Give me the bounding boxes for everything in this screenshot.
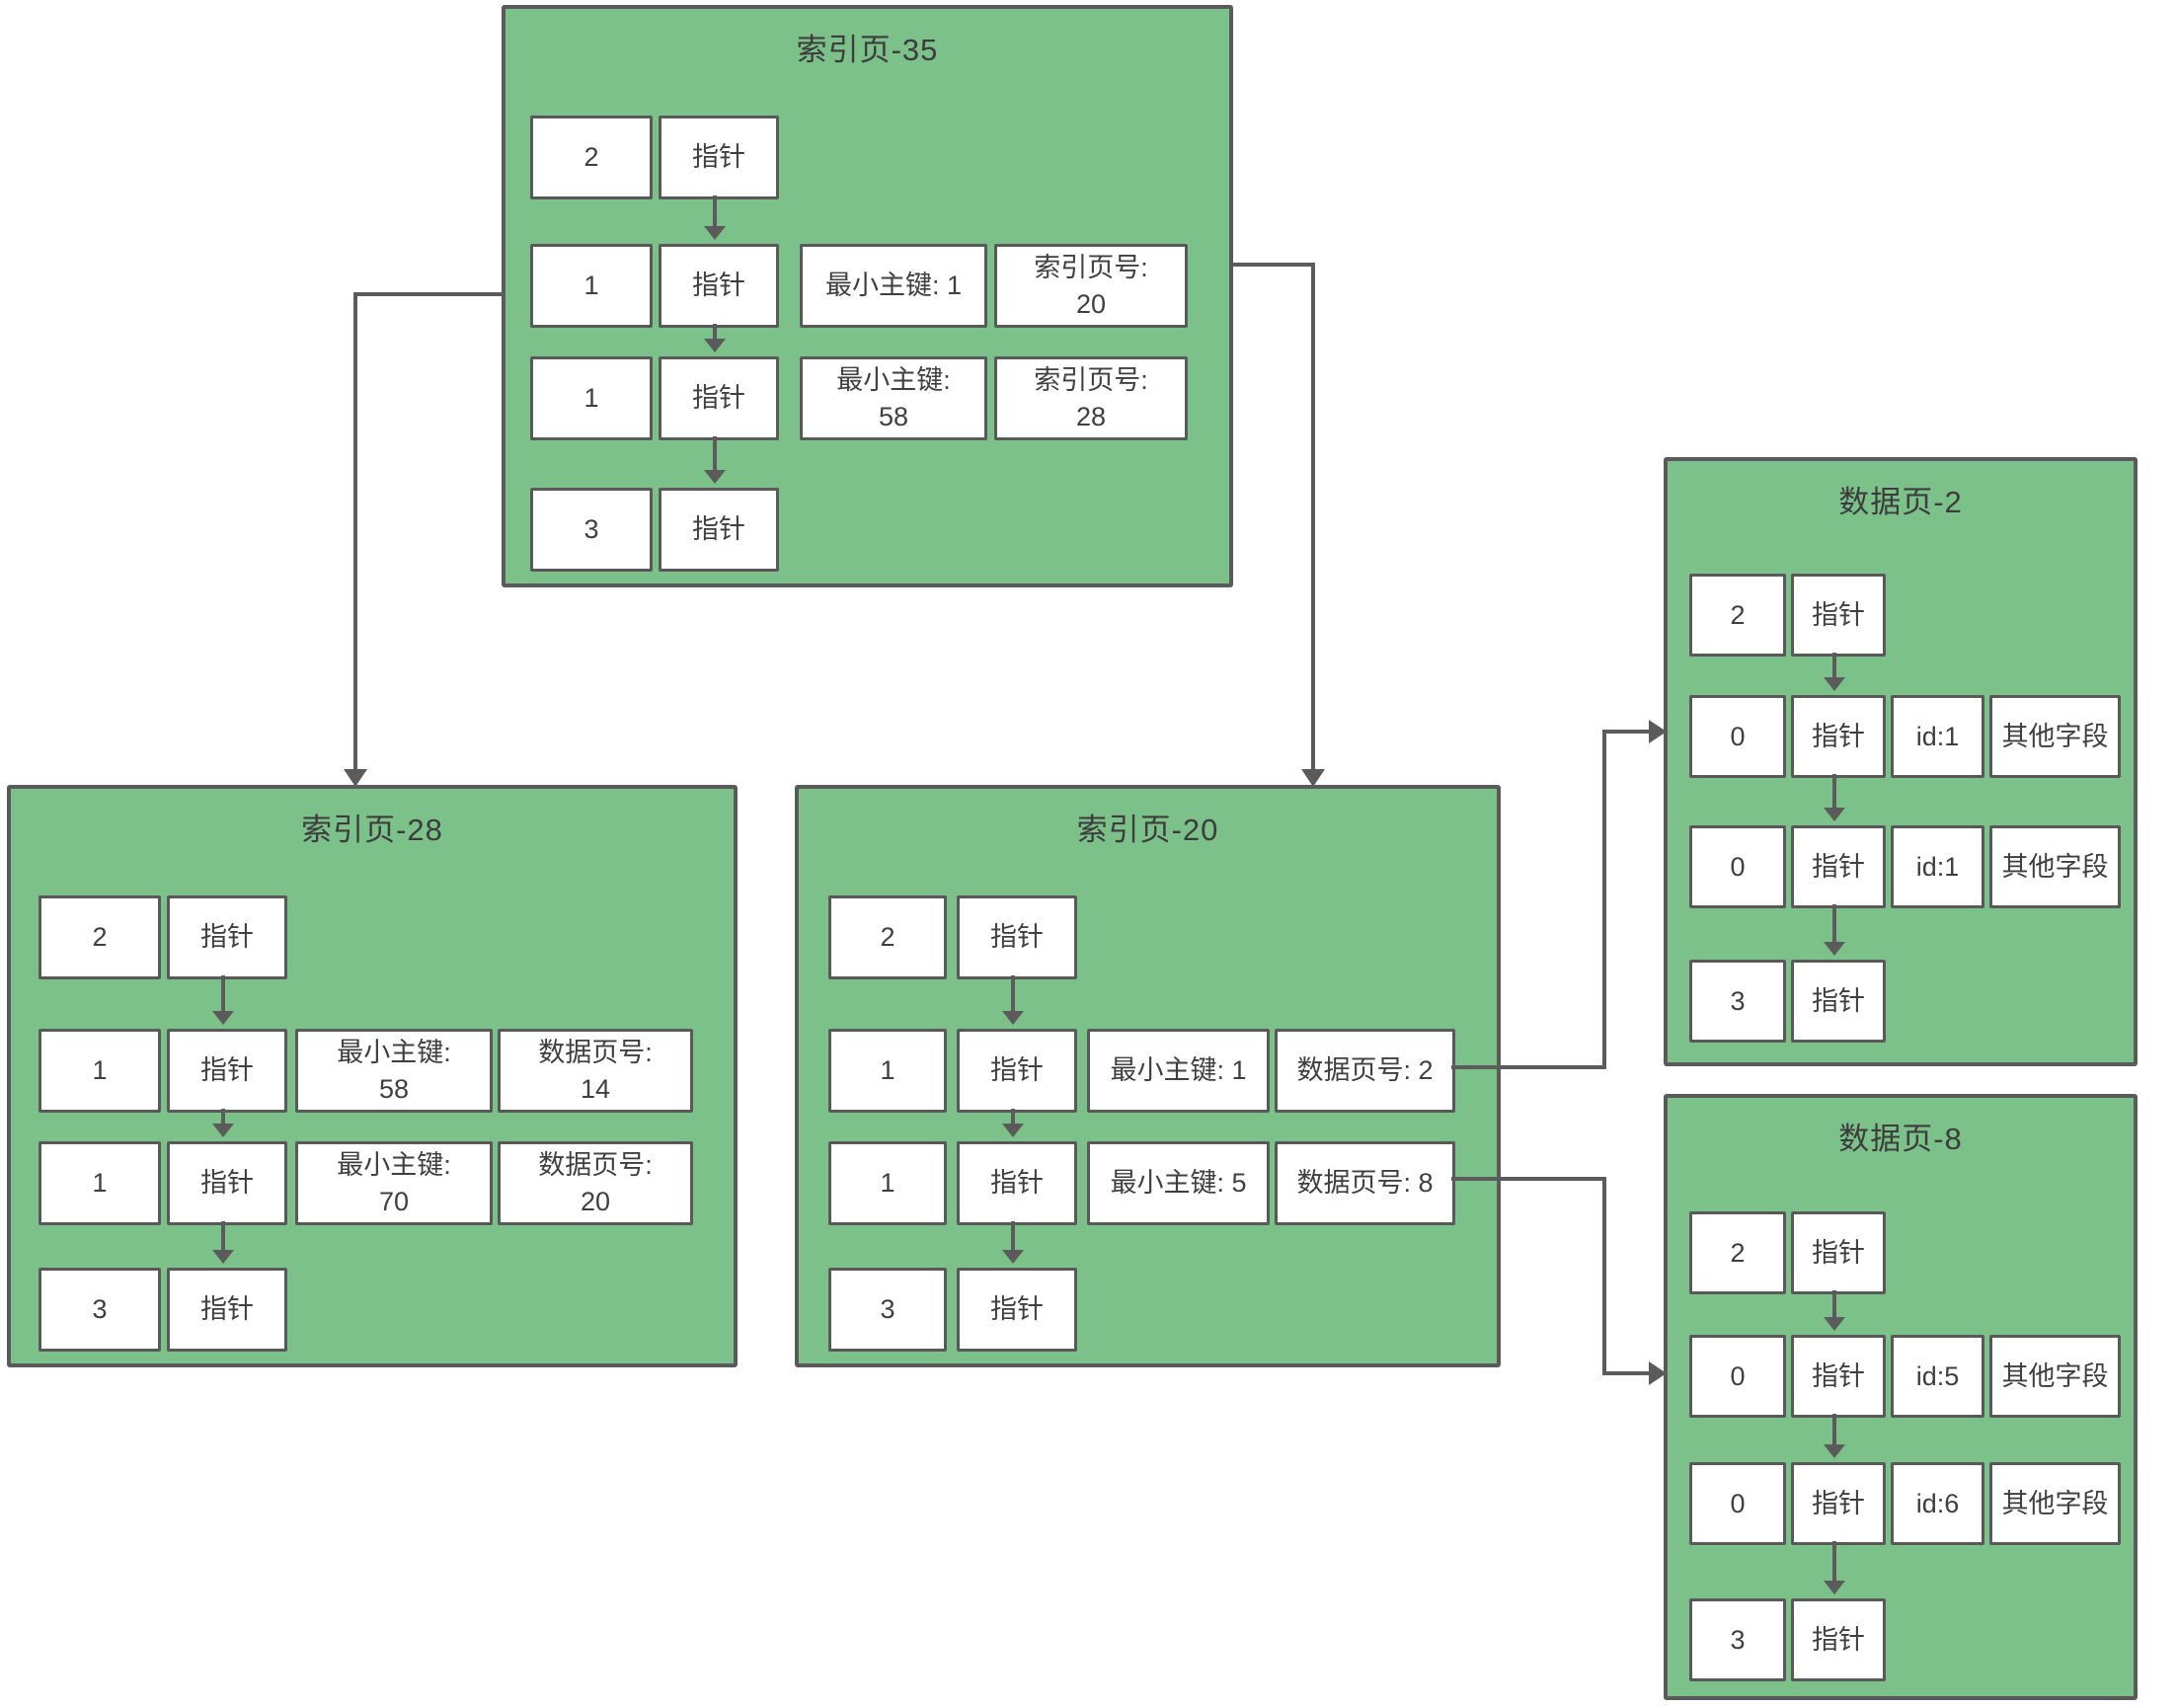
- cell-pointer: 指针: [659, 116, 779, 199]
- connector-index35-to-index28: [344, 292, 502, 787]
- cell-pointer: 指针: [167, 895, 287, 979]
- cell-min-key: 最小主键: 58: [800, 356, 987, 440]
- cell-record-type: 1: [828, 1029, 947, 1113]
- box-title: 数据页-2: [1838, 485, 1963, 519]
- cell-record-type: 2: [39, 895, 161, 979]
- cell-pointer: 指针: [1791, 695, 1886, 778]
- cell-pointer: 指针: [1791, 960, 1886, 1043]
- box-data-page-2: 数据页-2 2 指针 0 指针 id:1 其他字段 0 指针 id:1 其他字段…: [1664, 457, 2138, 1066]
- cell-record-type: 0: [1689, 825, 1786, 908]
- cell-pointer: 指针: [1791, 1598, 1886, 1681]
- box-index-page-28: 索引页-28 2 指针 1 指针 最小主键: 58 数据页号: 14 1 指针 …: [7, 785, 738, 1367]
- cell-record-type: 1: [39, 1141, 161, 1225]
- box-data-page-8: 数据页-8 2 指针 0 指针 id:5 其他字段 0 指针 id:6 其他字段…: [1664, 1094, 2138, 1700]
- cell-row-id: id:5: [1891, 1335, 1984, 1418]
- cell-index-page-no: 索引页号: 28: [994, 356, 1188, 440]
- cell-record-type: 1: [530, 356, 653, 440]
- cell-other-fields: 其他字段: [1989, 1462, 2121, 1545]
- cell-row-id: id:1: [1891, 695, 1984, 778]
- cell-pointer: 指针: [1791, 1335, 1886, 1418]
- cell-pointer: 指针: [957, 1141, 1077, 1225]
- cell-min-key: 最小主键: 70: [295, 1141, 493, 1225]
- cell-min-key: 最小主键: 58: [295, 1029, 493, 1113]
- cell-pointer: 指针: [1791, 1211, 1886, 1294]
- cell-record-type: 3: [530, 488, 653, 572]
- cell-record-type: 3: [1689, 960, 1786, 1043]
- cell-pointer: 指针: [659, 488, 779, 572]
- cell-other-fields: 其他字段: [1989, 825, 2121, 908]
- cell-min-key: 最小主键: 5: [1087, 1141, 1270, 1225]
- cell-data-page-no: 数据页号: 20: [498, 1141, 693, 1225]
- box-title: 索引页-35: [796, 33, 939, 67]
- cell-pointer: 指针: [167, 1029, 287, 1113]
- cell-data-page-no: 数据页号: 14: [498, 1029, 693, 1113]
- cell-pointer: 指针: [659, 244, 779, 328]
- cell-pointer: 指针: [957, 1268, 1077, 1352]
- cell-data-page-no: 数据页号: 8: [1275, 1141, 1455, 1225]
- cell-record-type: 2: [1689, 574, 1786, 657]
- cell-record-type: 2: [1689, 1211, 1786, 1294]
- cell-pointer: 指针: [1791, 825, 1886, 908]
- box-title: 索引页-28: [301, 813, 443, 847]
- cell-record-type: 1: [39, 1029, 161, 1113]
- cell-data-page-no: 数据页号: 2: [1275, 1029, 1455, 1113]
- cell-min-key: 最小主键: 1: [800, 244, 987, 328]
- cell-pointer: 指针: [659, 356, 779, 440]
- cell-pointer: 指针: [1791, 1462, 1886, 1545]
- cell-pointer: 指针: [1791, 574, 1886, 657]
- cell-record-type: 2: [828, 895, 947, 979]
- cell-other-fields: 其他字段: [1989, 1335, 2121, 1418]
- box-index-page-35: 索引页-35 2 指针 1 指针 最小主键: 1 索引页号: 20 1 指针 最…: [502, 5, 1233, 587]
- cell-row-id: id:6: [1891, 1462, 1984, 1545]
- cell-other-fields: 其他字段: [1989, 695, 2121, 778]
- cell-record-type: 0: [1689, 1335, 1786, 1418]
- cell-record-type: 3: [828, 1268, 947, 1352]
- cell-pointer: 指针: [167, 1141, 287, 1225]
- cell-record-type: 1: [530, 244, 653, 328]
- box-title: 数据页-8: [1838, 1122, 1963, 1156]
- cell-pointer: 指针: [957, 1029, 1077, 1113]
- cell-index-page-no: 索引页号: 20: [994, 244, 1188, 328]
- cell-record-type: 3: [39, 1268, 161, 1352]
- box-title: 索引页-20: [1076, 813, 1219, 847]
- cell-record-type: 0: [1689, 695, 1786, 778]
- cell-min-key: 最小主键: 1: [1087, 1029, 1270, 1113]
- cell-row-id: id:1: [1891, 825, 1984, 908]
- cell-pointer: 指针: [957, 895, 1077, 979]
- connector-index35-to-index20: [1233, 263, 1325, 787]
- cell-pointer: 指针: [167, 1268, 287, 1352]
- cell-record-type: 0: [1689, 1462, 1786, 1545]
- box-index-page-20: 索引页-20 2 指针 1 指针 最小主键: 1 数据页号: 2 1 指针 最小…: [795, 785, 1501, 1367]
- cell-record-type: 1: [828, 1141, 947, 1225]
- cell-record-type: 3: [1689, 1598, 1786, 1681]
- cell-record-type: 2: [530, 116, 653, 199]
